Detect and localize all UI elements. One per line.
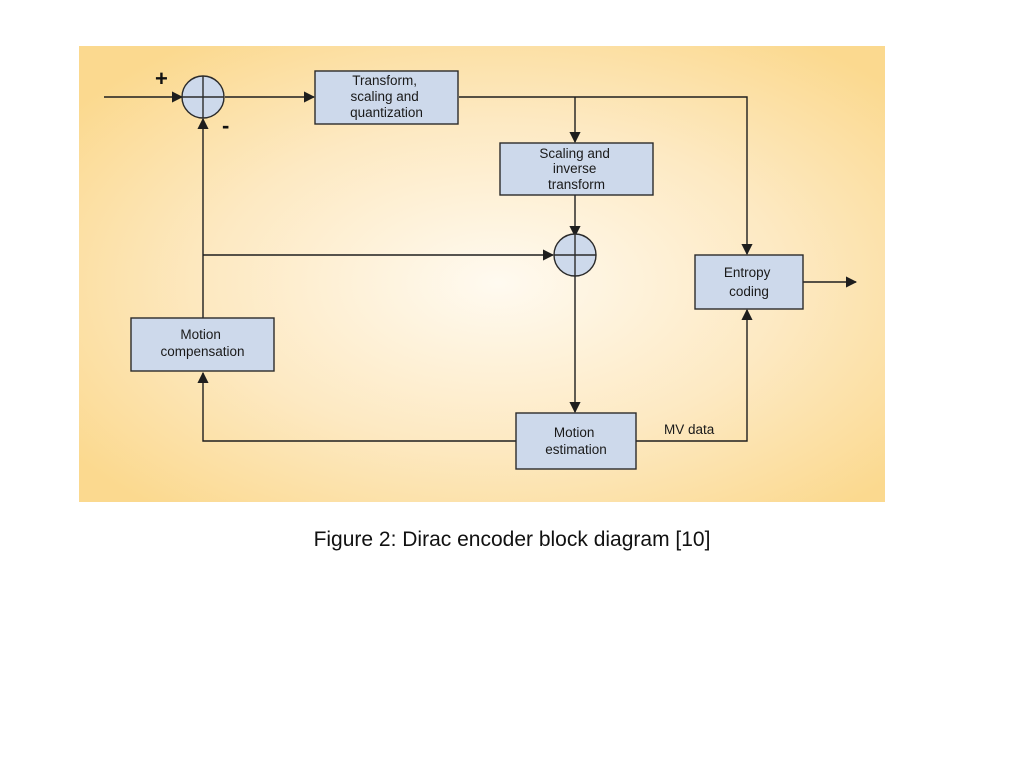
motion-estimation-block: Motion estimation: [515, 412, 637, 470]
svg-text:Entropy coding: Entropy coding: [724, 265, 774, 299]
svg-text:Transform, scaling and: Transform, scaling and quantization: [350, 73, 423, 120]
inverse-label-line-1: Scaling and: [539, 146, 610, 161]
subtractor-junction: [181, 75, 225, 119]
inverse-transform-block: Scaling and inverse transform: [499, 142, 654, 196]
motion-est-label-line-2: estimation: [545, 442, 607, 457]
transform-label-line-1: Transform,: [352, 73, 417, 88]
svg-text:Motion compensation: Motion compensation: [160, 327, 244, 359]
inverse-label-line-3: transform: [548, 177, 605, 192]
motion-est-to-motion-comp-arrow: [197, 371, 516, 442]
entropy-label-line-1: Entropy: [724, 265, 771, 280]
connections: [104, 91, 858, 442]
motion-est-label-line-1: Motion: [554, 425, 595, 440]
motion-compensation-block: Motion compensation: [130, 317, 275, 372]
adder-junction: [553, 233, 597, 277]
minus-sign: -: [222, 113, 229, 138]
plus-sign: +: [155, 66, 168, 91]
figure-caption: Figure 2: Dirac encoder block diagram [1…: [313, 528, 711, 551]
transform-label-line-3: quantization: [350, 105, 423, 120]
entropy-label-line-2: coding: [729, 284, 769, 299]
inverse-label-line-2: inverse: [553, 161, 597, 176]
transform-block: Transform, scaling and quantization: [314, 70, 459, 125]
svg-text:Scaling and inverse: Scaling and inverse transform: [539, 146, 613, 192]
transform-to-entropy-wire: [459, 96, 753, 256]
mv-data-label: MV data: [664, 422, 715, 437]
mv-data-arrow: [636, 308, 753, 442]
motion-comp-label-line-2: compensation: [160, 344, 244, 359]
entropy-coding-block: Entropy coding: [694, 254, 804, 310]
transform-label-line-2: scaling and: [350, 89, 418, 104]
svg-text:Motion estimation: Motion estimation: [545, 425, 607, 457]
motion-comp-label-line-1: Motion: [180, 327, 221, 342]
